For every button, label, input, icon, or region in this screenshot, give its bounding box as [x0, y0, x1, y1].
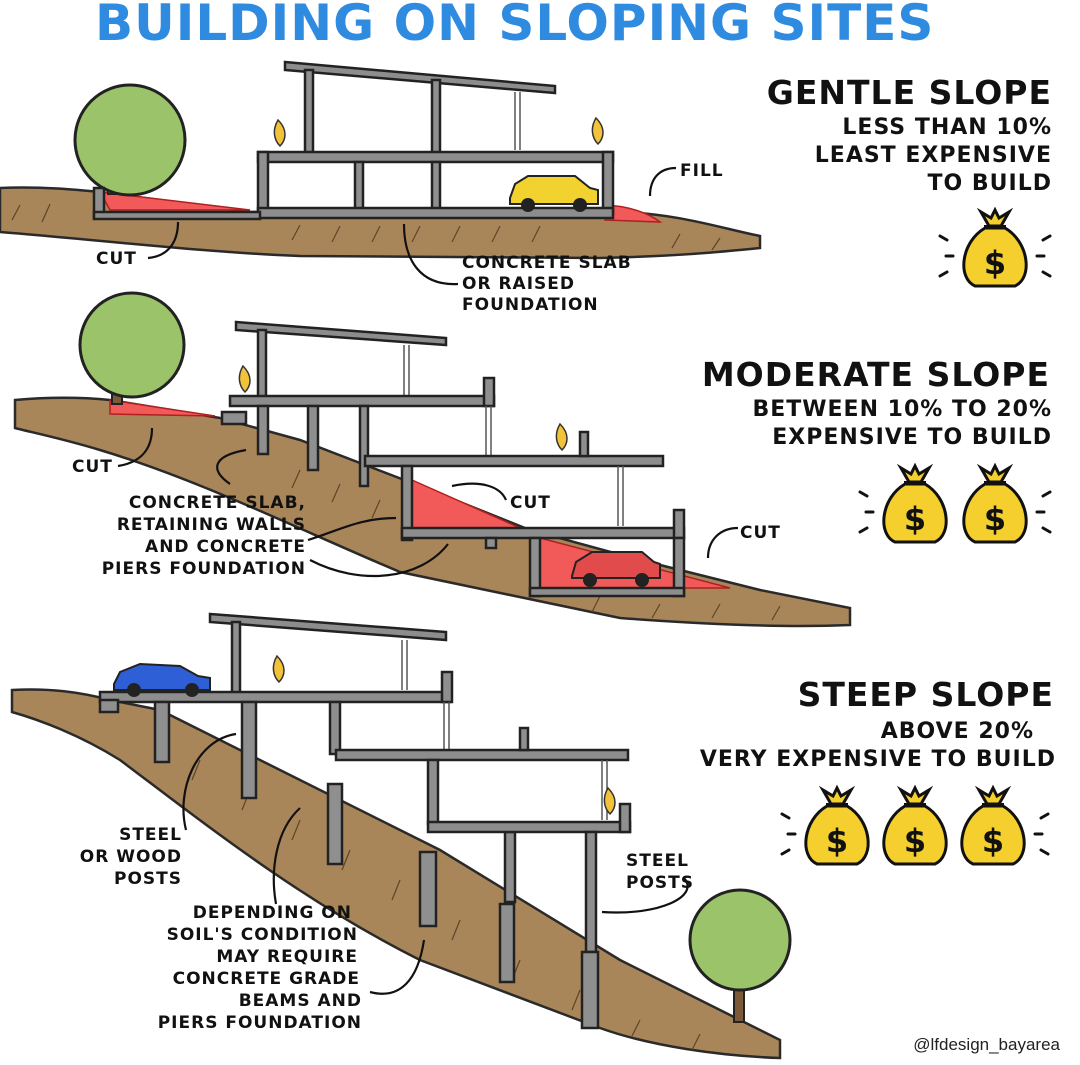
- steep-car-icon: [113, 662, 211, 697]
- gentle-car-icon: [509, 175, 599, 212]
- steep-soil-label-5: BEAMS AND: [239, 991, 362, 1011]
- moderate-cut-left-arrow: [117, 427, 154, 468]
- gentle-lamp-right-icon: [591, 116, 604, 146]
- gentle-slope-section: FILL CUT CONCRETE SLAB OR RAISED FOUNDAT…: [0, 60, 1052, 315]
- moderate-cut-mid: [411, 478, 521, 529]
- gentle-sparkle-ray: [1041, 234, 1052, 242]
- steep-line-1: ABOVE 20%: [881, 719, 1034, 744]
- steep-soil-label-4: CONCRETE GRADE: [173, 969, 360, 989]
- steep-dollar-sign: $: [826, 822, 848, 860]
- gentle-sparkle-ray: [938, 270, 949, 278]
- gentle-dollar-sign: $: [984, 244, 1006, 282]
- moderate-foundation-label-2: RETAINING WALLS: [117, 515, 306, 535]
- moderate-car-icon: [571, 551, 661, 587]
- moderate-foundation-label-4: PIERS FOUNDATION: [102, 559, 306, 579]
- steep-sparkle-ray: [780, 812, 791, 820]
- gentle-house: [92, 60, 615, 221]
- steep-posts-label-3: POSTS: [114, 869, 182, 889]
- gentle-lamp-left-icon: [273, 118, 286, 148]
- gentle-foundation-label-3: FOUNDATION: [462, 295, 599, 315]
- gentle-cost-bags: $: [938, 206, 1052, 288]
- steep-dollar-sign: $: [982, 822, 1004, 860]
- steep-steel-arrow: [601, 877, 689, 914]
- steep-money-bag-icon: $: [804, 784, 870, 866]
- gentle-heading: GENTLE SLOPE: [767, 73, 1052, 112]
- moderate-cut-right-arrow: [706, 526, 739, 559]
- steep-money-bag-icon: $: [960, 784, 1026, 866]
- steep-lamp-right-icon: [603, 786, 616, 816]
- gentle-cut-label: CUT: [96, 249, 137, 269]
- steep-soil-arrow-2: [369, 939, 426, 995]
- steep-steel-label-1: STEEL: [626, 851, 689, 871]
- steep-soil-label-1: DEPENDING ON: [193, 903, 352, 923]
- moderate-sparkle-ray: [858, 490, 869, 498]
- gentle-sparkle-ray: [1041, 270, 1052, 278]
- credit-handle: @lfdesign_bayarea: [913, 1035, 1060, 1054]
- moderate-cut-mid-arrow: [451, 482, 508, 501]
- steep-soil-label-3: MAY REQUIRE: [216, 947, 358, 967]
- steep-slope-section: STEEL OR WOOD POSTS STEEL POSTS DEPENDIN…: [10, 612, 1056, 1060]
- moderate-sparkle-ray: [1041, 526, 1052, 534]
- gentle-line-3: TO BUILD: [928, 171, 1052, 196]
- moderate-cut-left-label: CUT: [72, 457, 113, 477]
- steep-posts-arrow: [182, 732, 237, 831]
- steep-soil-arrow-1: [272, 807, 301, 905]
- moderate-money-bag-icon: $: [962, 462, 1028, 544]
- moderate-dollar-sign: $: [904, 500, 926, 538]
- moderate-sparkle-ray: [1041, 490, 1052, 498]
- steep-soil-label-2: SOIL'S CONDITION: [167, 925, 358, 945]
- moderate-cut-mid-label: CUT: [510, 493, 551, 513]
- moderate-sparkle-ray: [858, 526, 869, 534]
- steep-line-2: VERY EXPENSIVE TO BUILD: [700, 747, 1056, 772]
- steep-tree: [688, 888, 792, 1023]
- moderate-lamp-right-icon: [555, 422, 568, 452]
- steep-sparkle-ray: [1039, 812, 1050, 820]
- steep-sparkle-ray: [780, 848, 791, 856]
- moderate-line-2: EXPENSIVE TO BUILD: [772, 425, 1052, 450]
- steep-sparkle-ray: [1039, 848, 1050, 856]
- moderate-dollar-sign: $: [984, 500, 1006, 538]
- gentle-foundation-label-1: CONCRETE SLAB: [462, 253, 632, 273]
- moderate-cut-right-label: CUT: [740, 523, 781, 543]
- gentle-cut-arrow: [147, 221, 180, 260]
- steep-posts-label-1: STEEL: [119, 825, 182, 845]
- gentle-hatching: [11, 203, 721, 251]
- steep-soil-label-6: PIERS FOUNDATION: [158, 1013, 362, 1033]
- steep-steel-label-2: POSTS: [626, 873, 694, 893]
- gentle-foundation-arrow: [402, 223, 459, 286]
- moderate-money-bag-icon: $: [882, 462, 948, 544]
- moderate-foundation-arrow-2: [307, 516, 397, 542]
- steep-cost-bags: $ $ $: [780, 784, 1050, 866]
- steep-lamp-left-icon: [272, 654, 285, 684]
- steep-money-bag-icon: $: [882, 784, 948, 866]
- gentle-foundation-label-2: OR RAISED: [462, 274, 575, 294]
- moderate-foundation-label-1: CONCRETE SLAB,: [129, 493, 306, 513]
- gentle-tree: [73, 83, 187, 197]
- moderate-heading: MODERATE SLOPE: [702, 355, 1050, 394]
- moderate-cut-left: [109, 399, 216, 417]
- steep-hatching: [191, 759, 701, 1051]
- steep-posts-label-2: OR WOOD: [80, 847, 182, 867]
- gentle-money-bag-icon: $: [962, 206, 1028, 288]
- moderate-foundation-arrow-1: [216, 448, 247, 485]
- steep-house: [98, 612, 632, 1030]
- moderate-cost-bags: $$: [858, 462, 1052, 544]
- moderate-house: [220, 320, 686, 598]
- gentle-fill-label: FILL: [680, 161, 724, 181]
- gentle-line-2: LEAST EXPENSIVE: [815, 143, 1052, 168]
- page-title: BUILDING ON SLOPING SITES: [95, 0, 934, 52]
- gentle-fill-arrow: [648, 166, 677, 197]
- moderate-foundation-label-3: AND CONCRETE: [145, 537, 306, 557]
- moderate-hatching: [291, 469, 781, 621]
- moderate-line-1: BETWEEN 10% TO 20%: [752, 397, 1052, 422]
- gentle-sparkle-ray: [938, 234, 949, 242]
- moderate-foundation-arrow-3: [309, 543, 449, 578]
- moderate-tree: [78, 291, 186, 405]
- moderate-lamp-left-icon: [238, 364, 251, 394]
- moderate-slope-section: CUT CUT CUT CONCRETE SLAB, RETAINING WAL…: [13, 291, 1052, 628]
- steep-dollar-sign: $: [904, 822, 926, 860]
- steep-heading: STEEP SLOPE: [798, 675, 1054, 714]
- gentle-line-1: LESS THAN 10%: [842, 115, 1052, 140]
